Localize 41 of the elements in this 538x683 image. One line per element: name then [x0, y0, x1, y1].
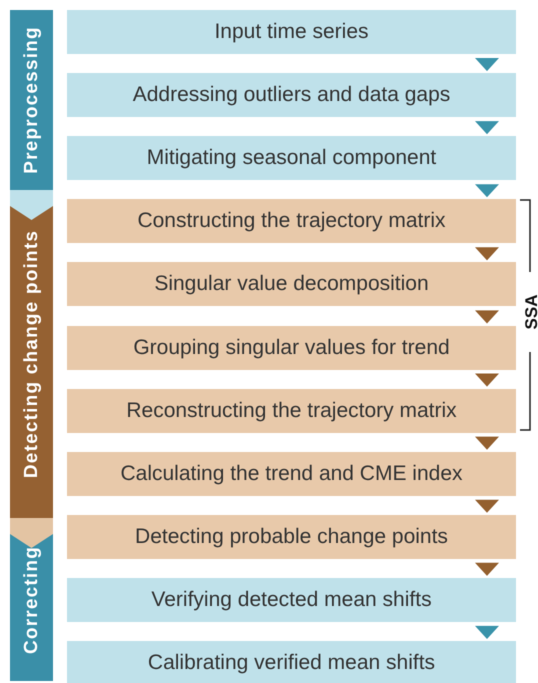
- arrow: [475, 121, 499, 134]
- process-box: [67, 10, 516, 54]
- arrow: [475, 310, 499, 324]
- process-box: [67, 388, 516, 433]
- phase-bar: [10, 518, 53, 681]
- process-box: [67, 199, 516, 244]
- arrow: [475, 184, 499, 198]
- process-box: [67, 136, 516, 180]
- process-box: [67, 452, 516, 496]
- chevron-arrow: [10, 518, 53, 548]
- arrow: [475, 500, 499, 513]
- step-label: Grouping singular values for trend: [133, 336, 450, 360]
- phase-label: Detecting change points: [20, 230, 42, 478]
- step-label: Calibrating verified mean shifts: [148, 651, 436, 675]
- process-box: [67, 326, 516, 370]
- step-label: Reconstructing the trajectory matrix: [126, 398, 457, 423]
- process-box: [67, 73, 516, 118]
- phase-label: Preprocessing: [20, 26, 42, 174]
- arrow: [475, 58, 499, 72]
- process-box: [67, 514, 516, 559]
- arrow: [475, 562, 499, 576]
- process-box: [67, 578, 516, 622]
- arrow: [475, 247, 499, 260]
- step-label: Singular value decomposition: [154, 272, 429, 296]
- step-label: Detecting probable change points: [135, 524, 448, 549]
- step-label: Input time series: [214, 20, 369, 44]
- process-box: [67, 262, 516, 306]
- step-label: Calculating the trend and CME index: [120, 462, 463, 486]
- process-box: [67, 641, 516, 683]
- phase-label: Correcting: [20, 545, 42, 654]
- step-label: Constructing the trajectory matrix: [137, 209, 446, 234]
- step-label: Verifying detected mean shifts: [151, 588, 432, 612]
- step-label: Addressing outliers and data gaps: [132, 83, 450, 108]
- bracket-label: SSA: [522, 294, 538, 330]
- step-label: Mitigating seasonal component: [146, 146, 436, 170]
- arrow: [475, 374, 499, 387]
- phase-bar: [10, 10, 53, 190]
- chevron-arrow: [10, 190, 53, 220]
- arrow: [475, 436, 499, 450]
- arrow: [475, 626, 499, 639]
- phase-bar: [10, 190, 53, 518]
